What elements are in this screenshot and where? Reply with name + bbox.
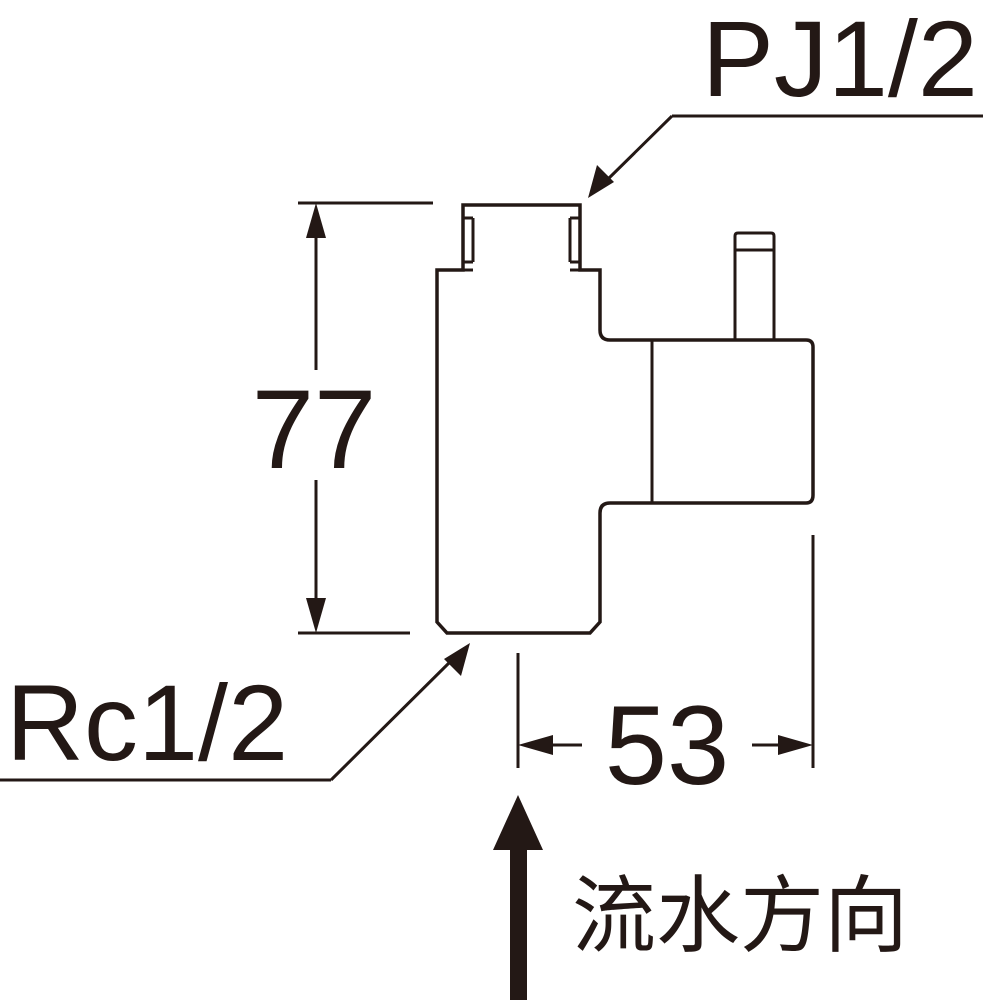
top-thread-label: PJ1/2 — [702, 0, 978, 119]
bottom-thread-callout: Rc1/2 — [0, 643, 470, 783]
width-arrow-right — [778, 735, 813, 755]
height-dimension: 77 — [252, 201, 433, 635]
flow-arrow-shaft — [510, 845, 527, 1000]
body-outline — [435, 203, 815, 635]
bottom-thread-label: Rc1/2 — [6, 662, 288, 783]
flow-arrow-head — [493, 795, 543, 850]
pj-leader — [603, 114, 674, 184]
height-arrow-bottom — [306, 598, 326, 633]
height-dim-label: 77 — [252, 367, 377, 492]
rc-leader — [329, 654, 458, 782]
valve-stem — [733, 231, 776, 340]
width-arrow-left — [518, 735, 553, 755]
fitting-body — [435, 203, 815, 635]
top-thread-callout: PJ1/2 — [588, 0, 983, 198]
flow-direction: 流水方向 — [493, 795, 908, 1000]
width-dim-label: 53 — [605, 683, 730, 808]
pj-leader-arrow — [588, 165, 614, 198]
rc-leader-arrow — [444, 643, 470, 676]
height-arrow-top — [306, 203, 326, 238]
flow-direction-label: 流水方向 — [572, 867, 908, 965]
width-dimension: 53 — [516, 535, 815, 808]
